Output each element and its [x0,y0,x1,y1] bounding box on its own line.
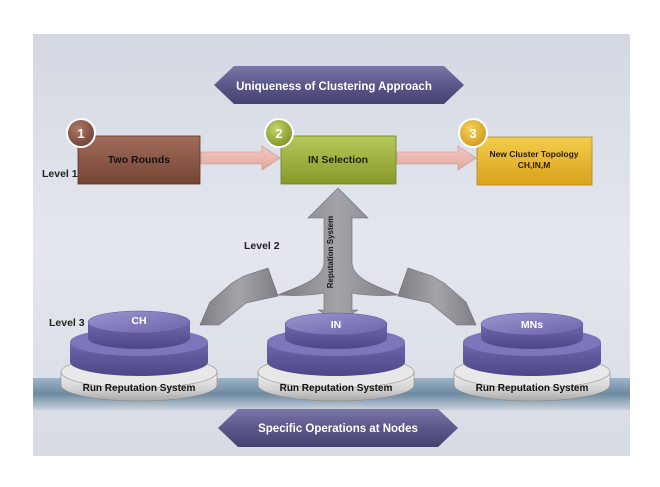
step-1-badge: 1 [66,118,96,148]
level-2-label: Level 2 [244,240,280,252]
step-3-badge: 3 [458,118,488,148]
footer-banner: Specific Operations at Nodes [218,409,458,447]
step-2-label: IN Selection [308,154,368,166]
step-3-label-line1: New Cluster Topology [489,149,578,159]
arrow-to-ch [199,267,279,326]
step-2-number: 2 [275,126,282,141]
platform-in: IN Run Reputation System [257,312,415,402]
platform-ch: CH Run Reputation System [60,310,218,402]
platform-mns: MNs Run Reputation System [453,312,611,402]
step-3-number: 3 [469,126,476,141]
step-1-label: Two Rounds [108,154,170,166]
step-2-badge: 2 [264,118,294,148]
step-1-box: Two Rounds [77,135,201,185]
platform-ch-base-label: Run Reputation System [83,383,196,394]
level-1-label: Level 1 [42,168,78,180]
step-3-label-line2: CH,IN,M [518,160,551,170]
arrow-step1-to-step2 [200,145,281,171]
step-1-number: 1 [77,126,84,141]
step-2-box: IN Selection [280,135,397,185]
platform-in-base-label: Run Reputation System [280,383,393,394]
reputation-system-text: Reputation System [326,216,335,288]
footer-banner-text: Specific Operations at Nodes [258,423,418,435]
header-banner-text: Uniqueness of Clustering Approach [236,81,432,93]
level-3-label: Level 3 [49,317,85,329]
arrow-step2-to-step3 [396,145,477,171]
arrow-to-mns [397,267,477,326]
platform-mns-base-label: Run Reputation System [476,383,589,394]
platform-ch-top-label: CH [131,315,146,327]
step-3-box: New Cluster Topology CH,IN,M [476,136,593,186]
header-banner: Uniqueness of Clustering Approach [214,66,464,104]
platform-mns-top-label: MNs [521,319,543,331]
platform-in-top-label: IN [331,319,342,331]
